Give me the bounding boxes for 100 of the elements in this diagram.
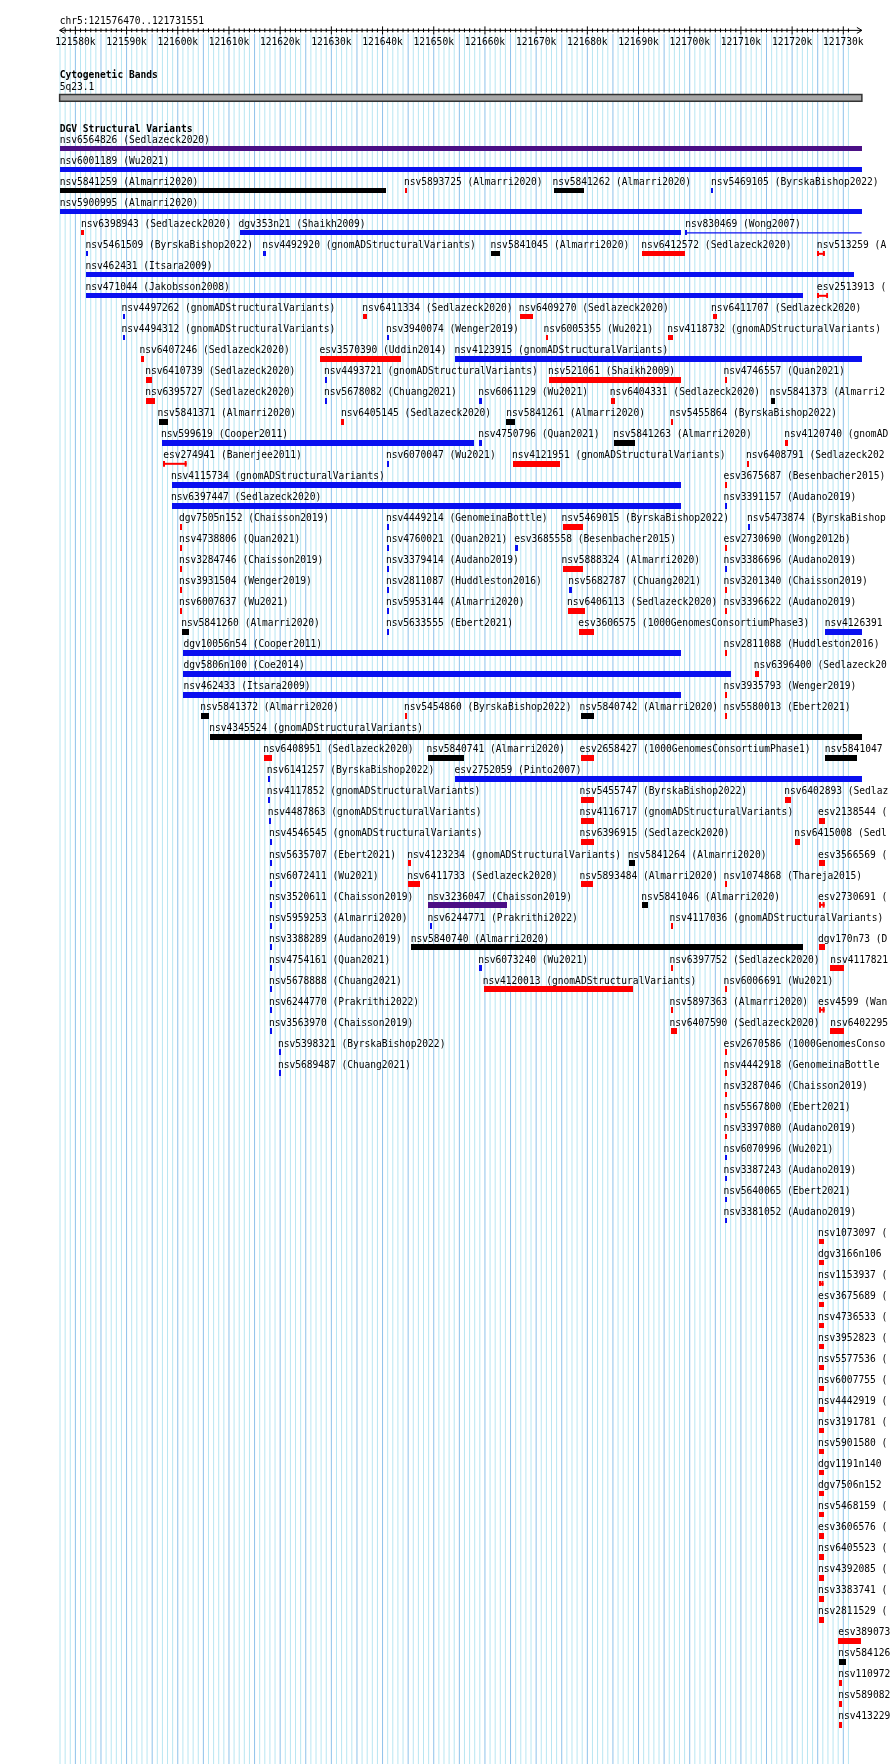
variant-label: nsv6408951 (Sedlazeck2020) — [263, 743, 414, 755]
variant-label: nsv5473874 (ByrskaBishop — [747, 512, 886, 524]
variant-label: esv3606576 ( — [818, 1521, 888, 1533]
variant-label: nsv4118732 (gnomADStructuralVariants) — [667, 323, 881, 335]
variant-label: nsv1153937 ( — [818, 1268, 888, 1280]
variant-label: nsv4120013 (gnomADStructuralVariants) — [482, 974, 697, 986]
variant-label: nsv5841259 (Almarri2020) — [59, 175, 199, 187]
axis-tick-label: 121650k — [413, 36, 454, 47]
variant-label: nsv5468159 ( — [818, 1500, 888, 1512]
variant-label: nsv6415008 (Sedl — [794, 827, 887, 839]
variant-label: nsv599619 (Cooper2011) — [160, 428, 288, 440]
variant-label: nsv3935793 (Wenger2019) — [723, 680, 857, 692]
variant-label: nsv1074868 (Thareja2015) — [723, 869, 863, 881]
variant-label: nsv5840742 (Almarri2020) — [579, 701, 719, 713]
variant-label: nsv471044 (Jakobsson2008) — [85, 281, 230, 292]
variant-label: nsv6397447 (Sedlazeck2020) — [171, 491, 322, 503]
variant-label: nsv830469 (Wong2007) — [685, 217, 801, 229]
variant-label: nsv3940074 (Wenger2019) — [385, 323, 519, 335]
variant-label: nsv5900995 (Almarri2020) — [59, 196, 199, 208]
variant-label: nsv3201340 (Chaisson2019) — [723, 575, 868, 587]
axis-tick-label: 121670k — [515, 36, 557, 47]
variant-label: nsv6405145 (Sedlazeck2020) — [340, 407, 492, 419]
variant-label: nsv5897363 (Almarri2020) — [669, 995, 809, 1007]
variant-label: nsv4117852 (gnomADStructuralVariants) — [266, 785, 481, 797]
axis-tick-label: 121660k — [464, 36, 506, 47]
variant-label: nsv3397080 (Audano2019) — [723, 1121, 857, 1133]
variant-label: nsv5841262 (Almarri2020) — [552, 175, 692, 187]
variant-label: nsv4117821 — [830, 953, 889, 965]
variant-label: nsv6005355 (Wu2021) — [543, 323, 654, 335]
variant-label: nsv6405523 ( — [818, 1542, 888, 1554]
variant-label: nsv6411334 (Sedlazeck2020) — [362, 302, 513, 314]
variant-label: nsv6564826 (Sedlazeck2020) — [59, 133, 210, 145]
coordinate-range-title: chr5:121576470..121731551 — [59, 14, 205, 26]
variant-label: nsv5893484 (Almarri2020) — [579, 869, 719, 881]
variant-label: nsv5398321 (ByrskaBishop2022) — [277, 1037, 446, 1049]
variant-label: nsv6407590 (Sedlazeck2020) — [669, 1016, 820, 1028]
variant-label: dgv7506n152 — [818, 1479, 882, 1491]
variant-label: dgv3166n106 — [818, 1247, 882, 1259]
variant-label: nsv4115734 (gnomADStructuralVariants) — [171, 470, 385, 482]
variant-label: nsv5841372 (Almarri2020) — [200, 701, 339, 713]
variant-label: nsv5678082 (Chuang2021) — [324, 386, 457, 398]
variant-label: nsv6396400 (Sedlazeck20 — [753, 659, 887, 671]
variant-label: nsv4123915 (gnomADStructuralVariants) — [454, 344, 669, 356]
track-title: Cytogenetic Bands — [59, 68, 158, 80]
variant-label: esv2513913 ( — [816, 281, 887, 292]
variant-label: nsv462433 (Itsara2009) — [183, 680, 311, 692]
variant-label: esv3685558 (Besenbacher2015) — [514, 533, 676, 545]
variant-label: nsv5580013 (Ebert2021) — [723, 701, 851, 713]
axis-tick-label: 121710k — [720, 36, 762, 47]
axis-tick-label: 121630k — [311, 36, 352, 47]
variant-label: nsv6001189 (Wu2021) — [59, 154, 170, 166]
variant-label: nsv5640065 (Ebert2021) — [723, 1184, 851, 1196]
variant-label: nsv4442919 ( — [818, 1394, 888, 1406]
variant-label: nsv4116717 (gnomADStructuralVariants) — [579, 806, 794, 818]
variant-label: nsv3563970 (Chaisson2019) — [268, 1016, 414, 1028]
axis-tick-label: 121720k — [771, 36, 813, 47]
variant-label: nsv6412572 (Sedlazeck2020) — [641, 238, 792, 250]
variant-label: nsv5893725 (Almarri2020) — [403, 175, 543, 187]
variant-label: esv2658427 (1000GenomesConsortiumPhase1) — [579, 743, 811, 755]
variant-label: nsv521061 (Shaikh2009) — [547, 365, 675, 377]
axis-tick-label: 121690k — [618, 36, 659, 47]
variant-label: nsv4760021 (Quan2021) — [385, 533, 508, 545]
variant-label: nsv6398943 (Sedlazeck2020) — [81, 217, 232, 229]
variant-label: nsv5953144 (Almarri2020) — [385, 596, 525, 608]
variant-label: esv3570390 (Uddin2014) — [319, 344, 447, 356]
variant-label: nsv6073240 (Wu2021) — [478, 953, 588, 965]
variant-label: nsv3396622 (Audano2019) — [723, 596, 857, 608]
variant-label: nsv5841263 (Almarri2020) — [613, 428, 752, 440]
axis-tick-label: 121640k — [362, 36, 403, 47]
variant-label: nsv5455864 (ByrskaBishop2022) — [669, 407, 837, 419]
variant-label: nsv5841373 (Almarri2 — [769, 386, 886, 398]
variant-label: dgv10056n54 (Cooper2011) — [183, 638, 322, 650]
variant-label: nsv6408791 (Sedlazeck202 — [745, 449, 885, 461]
variant-label: nsv4736533 ( — [818, 1310, 888, 1322]
variant-label: nsv5461509 (ByrskaBishop2022) — [85, 238, 253, 250]
variant-label: nsv6396915 (Sedlazeck2020) — [579, 827, 730, 839]
variant-label: dgv7505n152 (Chaisson2019) — [178, 512, 330, 524]
variant-label: nsv3236047 (Chaisson2019) — [427, 890, 572, 902]
variant-label: nsv6397752 (Sedlazeck2020) — [669, 953, 820, 965]
variant-label: nsv4449214 (GenomeinaBottle) — [385, 512, 548, 524]
variant-label: esv3566569 ( — [818, 848, 888, 860]
variant-label: esv3675689 ( — [818, 1289, 888, 1301]
variant-label: nsv110972 — [838, 1668, 890, 1680]
variant-label: nsv3388289 (Audano2019) — [268, 932, 402, 944]
variant-label: nsv584126 — [838, 1647, 890, 1659]
variant-label: nsv5469105 (ByrskaBishop2022) — [711, 175, 879, 187]
variant-label: nsv3379414 (Audano2019) — [385, 554, 519, 566]
variant-label: nsv2811088 (Huddleston2016) — [723, 638, 880, 650]
variant-label: nsv3387243 (Audano2019) — [723, 1163, 857, 1175]
variant-label: nsv3381052 (Audano2019) — [723, 1205, 857, 1217]
variant-label: nsv5841261 (Almarri2020) — [506, 407, 645, 419]
variant-label: dgv353n21 (Shaikh2009) — [238, 217, 366, 229]
variant-label: nsv6006691 (Wu2021) — [723, 974, 834, 986]
axis-tick-label: 121590k — [106, 36, 147, 47]
variant-label: esv2138544 ( — [818, 806, 888, 818]
variant-label: nsv4117036 (gnomADStructuralVariants) — [669, 911, 884, 923]
variant-label: nsv413229 — [838, 1710, 890, 1722]
variant-label: nsv3383741 ( — [818, 1584, 888, 1596]
variant-label: nsv3284746 (Chaisson2019) — [178, 554, 324, 566]
variant-label: esv389073 — [838, 1626, 890, 1638]
